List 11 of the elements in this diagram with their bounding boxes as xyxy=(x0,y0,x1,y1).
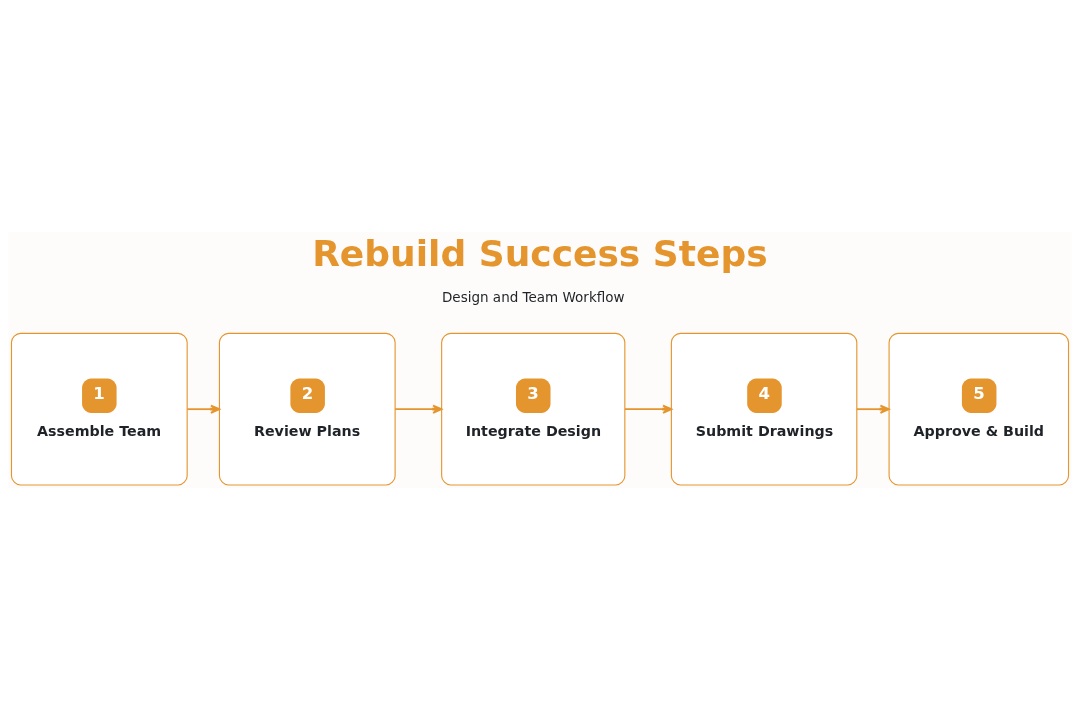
node-box: 1 Assemble Team xyxy=(10,332,188,486)
label: Design and Team Workflow xyxy=(441,289,625,306)
arrow xyxy=(186,404,221,414)
diagram-title: Rebuild Success Steps xyxy=(312,233,768,275)
node-box: 4 Submit Drawings xyxy=(670,332,858,486)
arrow xyxy=(855,404,890,414)
node-box: 5 Approve & Build xyxy=(888,332,1070,486)
arrow xyxy=(394,404,443,414)
node-box: 2 Review Plans xyxy=(218,332,396,486)
arrow xyxy=(624,404,673,414)
node-box: 3 Integrate Design xyxy=(441,332,626,486)
